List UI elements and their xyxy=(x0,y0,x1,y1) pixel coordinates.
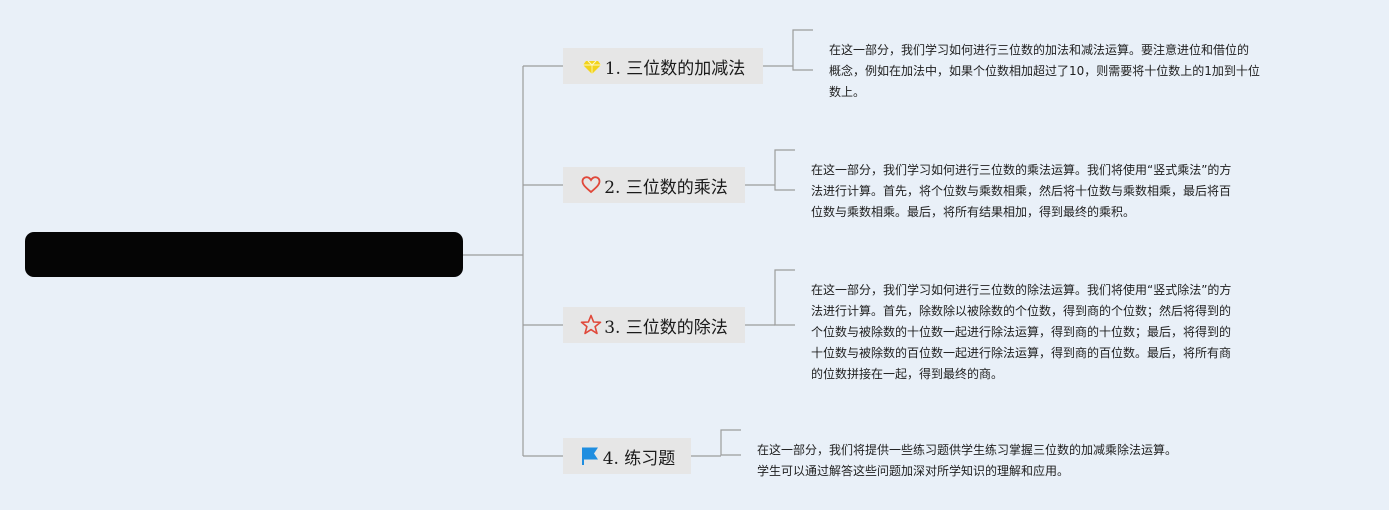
description-addition-subtraction: 在这一部分，我们学习如何进行三位数的加法和减法运算。要注意进位和借位的 概念，例… xyxy=(829,43,1260,99)
star-icon xyxy=(580,314,602,336)
description-exercises: 在这一部分，我们将提供一些练习题供学生练习掌握三位数的加减乘除法运算。 学生可以… xyxy=(757,443,1178,478)
topic-multiplication[interactable]: 2. 三位数的乘法 xyxy=(563,167,745,203)
topic-addition-subtraction[interactable]: 1. 三位数的加减法 xyxy=(563,48,763,84)
root-topic[interactable] xyxy=(25,232,463,277)
description-division: 在这一部分，我们学习如何进行三位数的除法运算。我们将使用“竖式除法”的方 法进行… xyxy=(811,283,1232,381)
topic-division[interactable]: 3. 三位数的除法 xyxy=(563,307,745,343)
flag-icon xyxy=(579,445,601,467)
topic-label: 2. 三位数的乘法 xyxy=(604,177,728,198)
heart-icon xyxy=(580,174,602,196)
topic-label: 1. 三位数的加减法 xyxy=(604,58,746,79)
topic-exercises[interactable]: 4. 练习题 xyxy=(563,438,691,474)
topic-label: 4. 练习题 xyxy=(602,448,676,469)
gem-icon xyxy=(581,55,603,77)
topic-label: 3. 三位数的除法 xyxy=(604,317,728,338)
description-multiplication: 在这一部分，我们学习如何进行三位数的乘法运算。我们将使用“竖式乘法”的方 法进行… xyxy=(811,163,1232,219)
